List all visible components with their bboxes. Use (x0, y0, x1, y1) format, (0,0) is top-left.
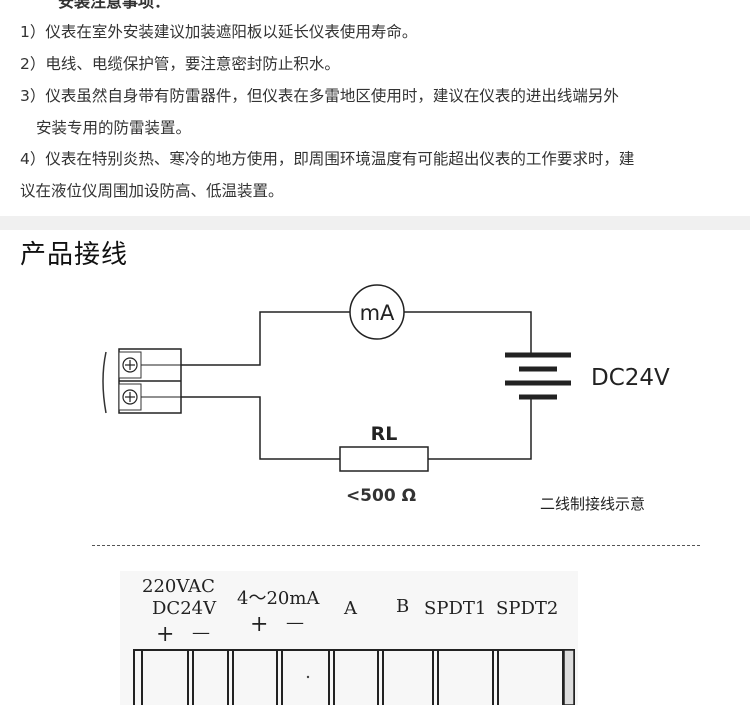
diagram-caption: 二线制接线示意 (540, 495, 645, 513)
wire-bottom-right (428, 397, 532, 460)
resistor-symbol (339, 446, 429, 472)
terminal-label-dc24v: DC24V (152, 598, 217, 619)
wiring-diagram-svg: mA DC24V RL <500 Ω 二线制接线示意 (102, 284, 670, 513)
note-line-1: 1）仪表在室外安装建议加装遮阳板以延长仪表使用寿命。 (20, 23, 418, 41)
wire-top-left (181, 311, 350, 366)
section-title: 产品接线 (20, 240, 129, 270)
terminal-label-current: 4～20mA (237, 588, 320, 609)
ammeter-symbol (349, 284, 405, 340)
terminal-power-plus: + (156, 622, 175, 647)
note-line-3: 3）仪表虽然自身带有防雷器件，但仪表在多雷地区使用时，建议在仪表的进出线端另外 (20, 87, 619, 105)
terminal-bracket (102, 351, 107, 414)
dashed-divider (92, 545, 700, 546)
terminal-current-minus: — (286, 612, 304, 633)
terminal-label-220vac: 220VAC (142, 576, 215, 597)
notes-heading: 安装注意事项： (58, 0, 171, 11)
terminal-current-plus: + (250, 612, 269, 637)
note-line-4: 4）仪表在特别炎热、寒冷的地方使用，即周围环境温度有可能超出仪表的工作要求时，建 (20, 150, 635, 168)
section-divider-band (0, 216, 750, 230)
battery-symbol (505, 352, 571, 400)
resistor-label: RL (371, 423, 398, 445)
terminal-block (118, 348, 182, 414)
terminal-label-spdt1: SPDT1 (424, 598, 487, 619)
note-line-4-cont: 议在液位仪周围加设防高、低温装置。 (20, 182, 284, 200)
note-line-2: 2）电线、电缆保护管，要注意密封防止积水。 (20, 55, 340, 73)
resistor-value: <500 Ω (346, 486, 416, 506)
wire-top-right (404, 311, 532, 355)
power-label: DC24V (591, 365, 670, 391)
terminal-label-spdt2: SPDT2 (496, 598, 559, 619)
note-line-3-cont: 安装专用的防雷装置。 (36, 119, 192, 137)
wiring-diagram: mA DC24V RL <500 Ω 二线制接线示意 (92, 275, 703, 540)
terminal-label-b: B (396, 596, 410, 617)
installation-notes: 安装注意事项： 1）仪表在室外安装建议加装遮阳板以延长仪表使用寿命。 2）电线、… (0, 0, 750, 216)
ammeter-label: mA (360, 301, 395, 325)
wire-bottom-left (181, 396, 340, 460)
terminal-label-a: A (344, 598, 357, 619)
terminal-power-minus: — (192, 622, 210, 643)
